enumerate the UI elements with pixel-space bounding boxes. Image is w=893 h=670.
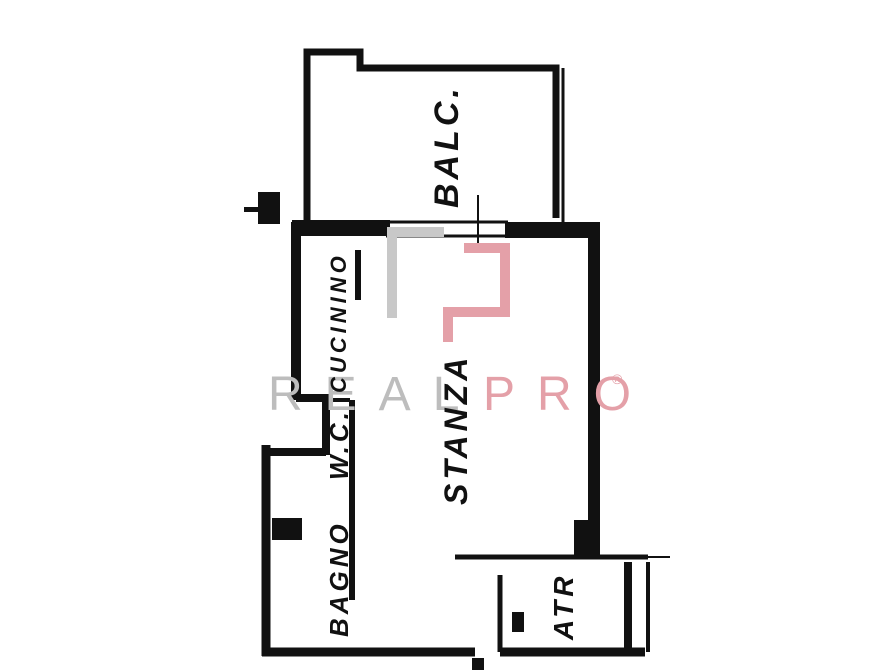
room-label-entrance: ATR	[548, 573, 579, 641]
watermark-brand-second: PRO	[483, 368, 653, 421]
room-label-balcony: BALC.	[428, 84, 466, 208]
dimension-ticks	[295, 384, 670, 558]
fixtures	[244, 192, 594, 670]
room-label-bathroom: BAGNO	[324, 520, 354, 637]
room-label-kitchen: CUCININO	[326, 252, 351, 393]
room-label-toilet: W.C.	[324, 408, 354, 480]
room-label-room: STANZA	[438, 354, 474, 505]
exterior-walls	[261, 220, 650, 657]
interior-partitions	[326, 250, 361, 600]
watermark-registered-mark: ®	[612, 371, 623, 387]
watermark-brand-first: REAL	[268, 368, 481, 421]
balcony-outline	[303, 48, 560, 222]
watermark-logo-mark	[387, 227, 510, 342]
